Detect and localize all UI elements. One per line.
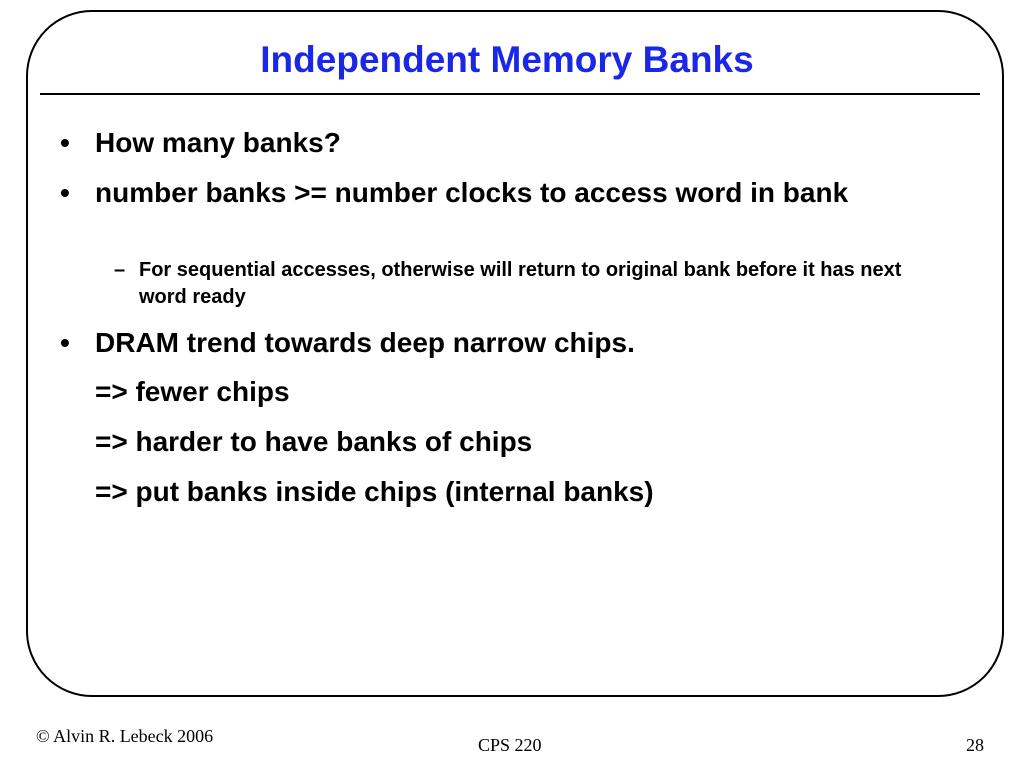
bullet-item: number banks >= number clocks to access … <box>95 177 849 208</box>
bullet-marker: • <box>60 127 70 158</box>
bullet-marker: • <box>60 177 70 208</box>
slide-frame <box>26 10 1004 697</box>
sub-bullet-marker: – <box>114 259 126 281</box>
footer-page-number: 28 <box>966 735 984 755</box>
continuation-line: => put banks inside chips (internal bank… <box>95 476 654 507</box>
footer-course: CPS 220 <box>478 735 542 755</box>
sub-bullet-item: For sequential accesses, otherwise will … <box>139 259 902 308</box>
slide-title: Independent Memory Banks <box>260 39 754 80</box>
title-divider <box>40 93 980 95</box>
continuation-line: => harder to have banks of chips <box>95 426 533 457</box>
bullet-marker: • <box>60 327 70 358</box>
bullet-item: How many banks? <box>95 127 341 158</box>
bullet-item: DRAM trend towards deep narrow chips. <box>95 327 635 358</box>
continuation-line: => fewer chips <box>95 376 290 407</box>
footer-copyright: © Alvin R. Lebeck 2006 <box>36 726 214 746</box>
